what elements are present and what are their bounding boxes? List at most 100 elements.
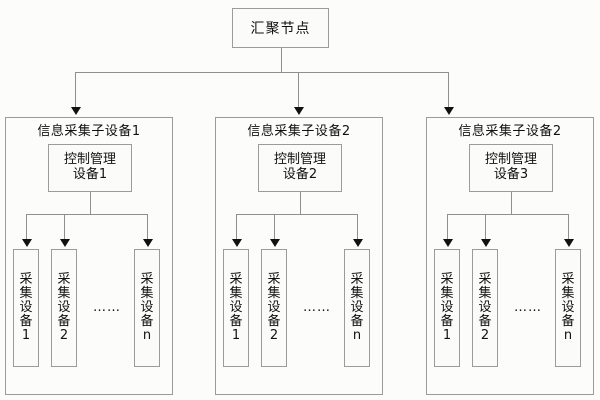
leaf-char: 采 [229, 271, 243, 287]
leaf-char: 备 [561, 314, 575, 330]
leaf-char: 集 [19, 285, 33, 301]
control-drop-line-2-2 [274, 214, 275, 240]
root-arrow-1 [71, 107, 81, 115]
control-device-box-2: 控制管理 设备2 [258, 144, 342, 192]
leaf-char: 备 [267, 314, 281, 330]
leaf-char: 集 [440, 285, 454, 301]
control-drop-line-3-2 [485, 214, 486, 240]
collection-device-box-1-1: 采 集 设 备 1 [13, 249, 39, 367]
aggregation-node-box: 汇聚节点 [232, 8, 329, 48]
collection-device-box-2-2: 采 集 设 备 2 [261, 249, 287, 367]
leaf-char: 1 [21, 328, 31, 344]
control-device-label-line2-2: 设备2 [282, 167, 318, 182]
collection-device-ellipsis-1: …… [93, 300, 121, 315]
leaf-char: 设 [561, 299, 575, 315]
collection-device-box-2-n: 采 集 设 备 n [344, 249, 370, 367]
sub-device-title-1: 信息采集子设备1 [37, 124, 141, 139]
leaf-char: n [142, 328, 152, 344]
leaf-char: n [352, 328, 362, 344]
collection-device-box-3-2: 采 集 设 备 2 [472, 249, 498, 367]
leaf-char: 2 [480, 328, 490, 344]
leaf-char: n [563, 328, 573, 344]
control-arrow-3-2 [481, 239, 491, 247]
root-bus-line [75, 72, 448, 73]
collection-device-ellipsis-2: …… [303, 300, 331, 315]
leaf-char: 备 [229, 314, 243, 330]
control-arrow-1-2 [60, 239, 70, 247]
control-drop-line-1-1 [26, 214, 27, 240]
control-device-box-3: 控制管理 设备3 [469, 144, 553, 192]
leaf-char: 集 [140, 285, 154, 301]
leaf-char: 采 [561, 271, 575, 287]
leaf-char: 集 [267, 285, 281, 301]
leaf-char: 设 [229, 299, 243, 315]
control-stem-line-2 [300, 192, 301, 214]
root-stem-line [281, 48, 282, 73]
leaf-char: 集 [229, 285, 243, 301]
leaf-char: 2 [59, 328, 69, 344]
leaf-char: 备 [350, 314, 364, 330]
control-drop-line-2-1 [236, 214, 237, 240]
root-drop-line-3 [448, 72, 449, 108]
leaf-char: 设 [350, 299, 364, 315]
control-bus-line-1 [26, 214, 147, 215]
leaf-char: 1 [442, 328, 452, 344]
leaf-char: 采 [19, 271, 33, 287]
leaf-char: 备 [478, 314, 492, 330]
sub-device-title-2: 信息采集子设备2 [247, 124, 351, 139]
leaf-char: 设 [478, 299, 492, 315]
leaf-char: 备 [440, 314, 454, 330]
root-arrow-3 [444, 107, 454, 115]
control-drop-line-3-1 [447, 214, 448, 240]
aggregation-node-label: 汇聚节点 [250, 21, 311, 37]
leaf-char: 备 [19, 314, 33, 330]
leaf-char: 采 [57, 271, 71, 287]
leaf-char: 设 [57, 299, 71, 315]
control-stem-line-3 [511, 192, 512, 214]
leaf-char: 集 [350, 285, 364, 301]
sub-device-group-3: 信息采集子设备2 控制管理 设备3 采 集 设 备 1 采 集 设 备 2 …… [426, 117, 594, 395]
control-device-label-line1-3: 控制管理 [484, 152, 537, 168]
collection-device-box-2-1: 采 集 设 备 1 [223, 249, 249, 367]
collection-device-box-1-n: 采 集 设 备 n [134, 249, 160, 367]
control-drop-line-1-3 [147, 214, 148, 240]
sub-device-group-2: 信息采集子设备2 控制管理 设备2 采 集 设 备 1 采 集 设 备 2 …… [215, 117, 383, 395]
control-drop-line-2-3 [357, 214, 358, 240]
root-drop-line-2 [298, 72, 299, 108]
leaf-char: 采 [267, 271, 281, 287]
leaf-char: 采 [440, 271, 454, 287]
leaf-char: 2 [269, 328, 279, 344]
leaf-char: 设 [267, 299, 281, 315]
leaf-char: 采 [350, 271, 364, 287]
control-arrow-2-2 [270, 239, 280, 247]
sub-device-title-3: 信息采集子设备2 [458, 124, 562, 139]
control-bus-line-3 [447, 214, 568, 215]
leaf-char: 备 [57, 314, 71, 330]
leaf-char: 设 [140, 299, 154, 315]
collection-device-ellipsis-3: …… [514, 300, 542, 315]
control-device-box-1: 控制管理 设备1 [48, 144, 132, 192]
collection-device-box-1-2: 采 集 设 备 2 [51, 249, 77, 367]
control-bus-line-2 [236, 214, 357, 215]
control-device-label-line1-2: 控制管理 [273, 152, 326, 168]
control-arrow-1-1 [22, 239, 32, 247]
leaf-char: 采 [478, 271, 492, 287]
leaf-char: 集 [561, 285, 575, 301]
root-drop-line-1 [75, 72, 76, 108]
leaf-char: 集 [57, 285, 71, 301]
leaf-char: 设 [19, 299, 33, 315]
collection-device-box-3-n: 采 集 设 备 n [555, 249, 581, 367]
control-drop-line-3-3 [568, 214, 569, 240]
leaf-char: 集 [478, 285, 492, 301]
control-arrow-3-1 [443, 239, 453, 247]
control-stem-line-1 [90, 192, 91, 214]
control-arrow-1-3 [143, 239, 153, 247]
control-arrow-3-3 [564, 239, 574, 247]
control-drop-line-1-2 [64, 214, 65, 240]
control-device-label-line2-3: 设备3 [493, 167, 529, 182]
control-device-label-line2-1: 设备1 [72, 167, 108, 182]
leaf-char: 备 [140, 314, 154, 330]
sub-device-group-1: 信息采集子设备1 控制管理 设备1 采 集 设 备 1 采 集 设 备 2 …… [5, 117, 173, 395]
collection-device-box-3-1: 采 集 设 备 1 [434, 249, 460, 367]
